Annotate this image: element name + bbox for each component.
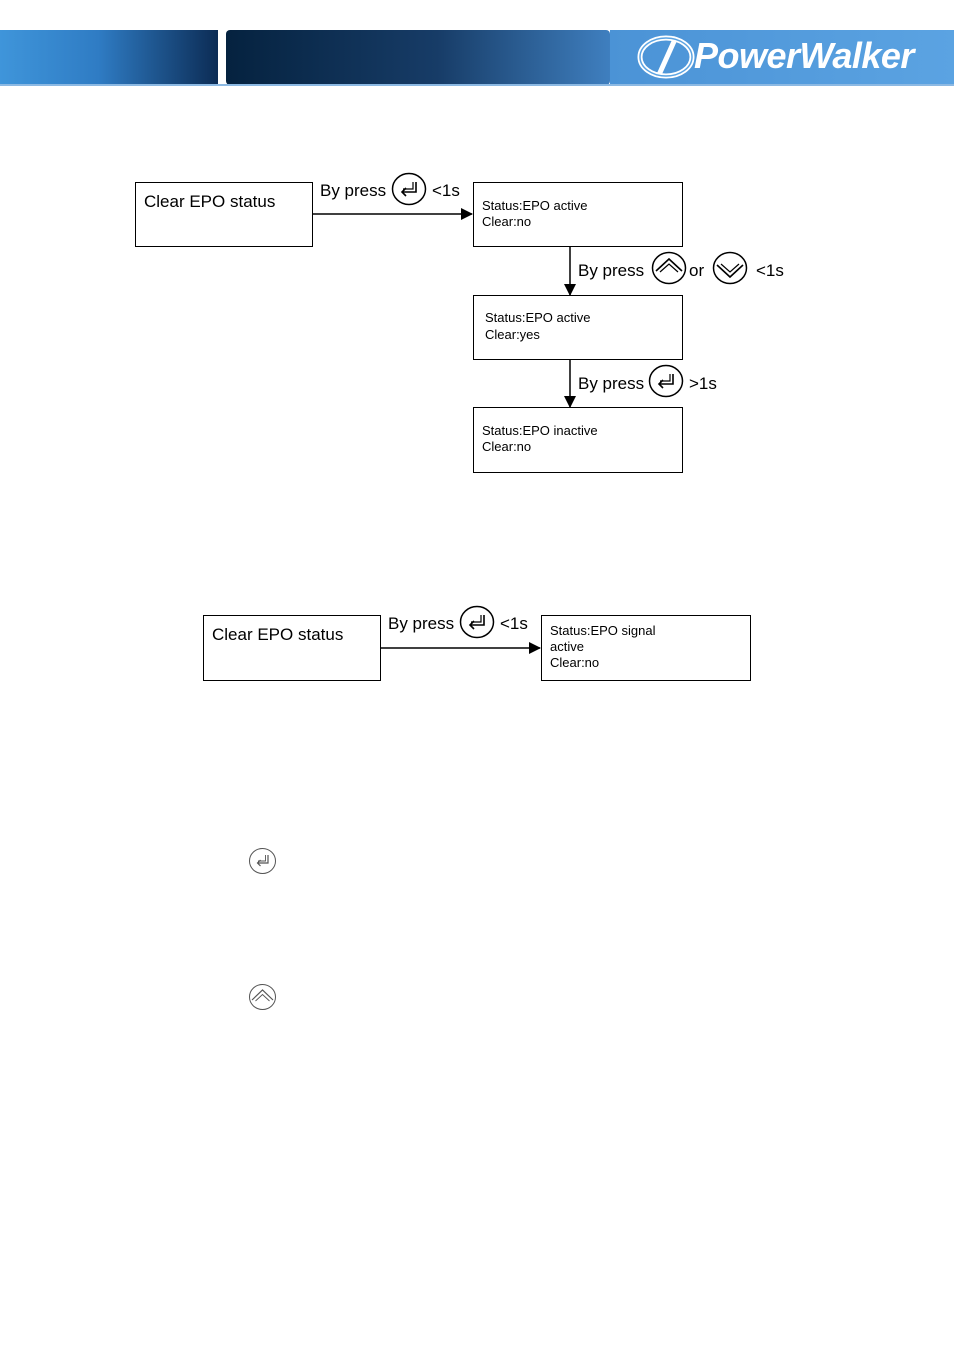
start-box: Clear EPO status bbox=[135, 182, 313, 247]
state1-line2: Clear:no bbox=[482, 214, 532, 229]
state-box-2: Status:EPO active Clear:yes bbox=[473, 295, 683, 360]
edge2-prefix: By press bbox=[578, 261, 645, 280]
state1-line1: Status:EPO active bbox=[482, 198, 588, 213]
state2-line2: Clear:yes bbox=[485, 327, 540, 342]
brand-name: PowerWalker bbox=[694, 35, 914, 76]
state-box-3: Status:EPO inactive Clear:no bbox=[473, 407, 683, 473]
enter-key-icon bbox=[648, 364, 684, 398]
start-box-label: Clear EPO status bbox=[144, 192, 276, 211]
enter-key-icon bbox=[249, 848, 276, 874]
state3-line1: Status:EPO inactive bbox=[482, 423, 598, 438]
up-key-icon bbox=[651, 251, 687, 285]
state2-line1: Status:EPO active bbox=[485, 310, 591, 325]
enter-key-icon bbox=[391, 172, 427, 206]
brand-logo: PowerWalker bbox=[636, 33, 948, 83]
edge2-or: or bbox=[689, 261, 705, 280]
enter-key-icon bbox=[459, 605, 495, 639]
edge3-suffix: >1s bbox=[689, 374, 717, 393]
d2-start-box-label: Clear EPO status bbox=[212, 625, 344, 644]
edge3-prefix: By press bbox=[578, 374, 645, 393]
d2-edge1-prefix: By press bbox=[388, 614, 455, 633]
up-key-icon bbox=[249, 984, 276, 1010]
state-box-1: Status:EPO active Clear:no bbox=[473, 182, 683, 247]
state3-line2: Clear:no bbox=[482, 439, 532, 454]
d2-state1-line2: active bbox=[550, 639, 584, 654]
d2-state-box-1: Status:EPO signal active Clear:no bbox=[541, 615, 751, 681]
diagram1-connectors bbox=[312, 208, 576, 408]
d2-edge1-suffix: <1s bbox=[500, 614, 528, 633]
diagram2-connectors bbox=[380, 642, 541, 654]
down-key-icon bbox=[712, 251, 748, 285]
edge1-prefix: By press bbox=[320, 181, 387, 200]
edge2-suffix: <1s bbox=[756, 261, 784, 280]
d2-start-box: Clear EPO status bbox=[203, 615, 381, 681]
edge1-suffix: <1s bbox=[432, 181, 460, 200]
d2-state1-line3: Clear:no bbox=[550, 655, 600, 670]
logo-mark-icon bbox=[637, 35, 695, 79]
d2-state1-line1: Status:EPO signal bbox=[550, 623, 656, 638]
